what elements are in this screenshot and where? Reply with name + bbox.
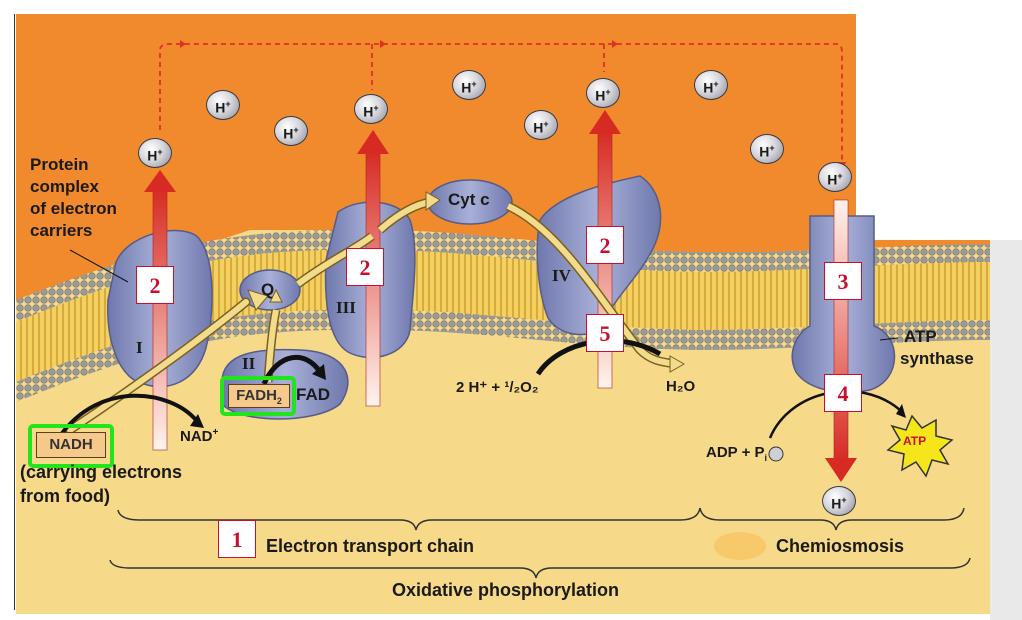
h-ion-8: H+	[694, 70, 728, 100]
h-ion-7: H+	[586, 78, 620, 108]
proton-flow-head-synthase	[825, 458, 857, 482]
nadh-oxidation-head	[190, 414, 204, 428]
step-2-box-complex-IV: 2	[586, 226, 624, 264]
atp-burst	[886, 414, 954, 478]
electron-head-1	[247, 289, 269, 311]
left-border	[14, 14, 15, 610]
h-ion-5: H+	[452, 70, 486, 100]
h-ion-matrix: H+	[822, 486, 856, 516]
h-ion-4: H+	[354, 94, 388, 124]
electron-path-1	[67, 299, 249, 433]
proton-flow-tick-1	[180, 40, 186, 48]
step-4-box: 4	[824, 374, 862, 412]
fadh2-oxidation-head	[312, 364, 326, 380]
nadh-label: NADH	[36, 432, 106, 458]
complex-II-label: II	[242, 354, 256, 373]
fad-label: FAD	[296, 385, 330, 404]
h-ion-3: H+	[274, 116, 308, 146]
complex-III-label: III	[336, 298, 356, 317]
oxidative-brace	[109, 557, 971, 579]
atp-synthase-label: ATP synthase	[900, 327, 974, 368]
h-ion-9: H+	[750, 134, 784, 164]
complex-IV-label: IV	[552, 266, 571, 285]
proton-pump-head-IV	[589, 110, 621, 134]
electron-head-4	[425, 191, 441, 211]
proton-pump-head-III	[357, 130, 389, 154]
step-3-box: 3	[824, 262, 862, 300]
h-ion-10: H+	[818, 162, 852, 192]
step-1-box: 1	[218, 520, 256, 558]
etc-label: Electron transport chain	[266, 536, 475, 556]
proton-pump-arrow-I	[152, 187, 168, 451]
chemiosmosis-label: Chemiosmosis	[776, 536, 905, 556]
membrane-inner-heads	[16, 309, 990, 402]
page-edge	[990, 240, 1022, 620]
electron-head-5	[669, 355, 686, 373]
proton-flow-tick-2	[380, 40, 386, 48]
nadh-highlight	[28, 424, 114, 468]
chemiosmosis-blob	[714, 532, 766, 560]
fadh2-oxidation-arrow	[261, 355, 323, 386]
atp-synthase-leader	[879, 337, 899, 341]
page-cutout	[856, 14, 1022, 240]
intermembrane-space	[16, 14, 1004, 300]
electron-head-2	[269, 288, 283, 303]
proton-pump-head-I	[144, 170, 176, 192]
proton-flow-arrow-synthase	[833, 199, 849, 463]
electron-path-3	[296, 233, 374, 287]
complex-I-label: I	[136, 338, 143, 357]
nad-plus-label: NAD+	[180, 427, 219, 445]
h2o-label: H₂O	[666, 378, 696, 395]
h-ion-2: H+	[206, 90, 240, 120]
step-2-box-complex-III: 2	[346, 248, 384, 286]
fadh2-highlight	[220, 376, 296, 416]
nadh-oxidation-arrow	[58, 393, 198, 438]
h-ion-6: H+	[524, 110, 558, 140]
cyt-c-label: Cyt c	[448, 190, 490, 209]
water-reaction-label: 2 H⁺ + ¹/₂O₂	[456, 379, 539, 396]
phosphate-circle	[768, 446, 784, 462]
protein-complex-label: Protein complex of electron carriers	[30, 155, 117, 240]
nadh-note: (carrying electrons from food)	[20, 462, 183, 506]
membrane-outer-heads	[16, 229, 990, 322]
fadh2-label: FADH2	[228, 384, 290, 408]
etc-brace	[117, 507, 701, 531]
matrix-edge	[16, 394, 72, 430]
step-5-box: 5	[586, 314, 624, 352]
h-ion-1: H+	[138, 138, 172, 168]
step-2-box-complex-I: 2	[136, 266, 174, 304]
protein-complex-leader	[69, 249, 129, 283]
atp-label: ATP	[903, 434, 927, 448]
chemiosmosis-brace	[699, 507, 965, 531]
q-label: Q	[261, 280, 275, 299]
oxidative-phosphorylation-label: Oxidative phosphorylation	[392, 580, 620, 600]
proton-flow-path	[159, 43, 843, 168]
atp-synthesis-head	[896, 404, 906, 418]
adp-label: ADP + Pi	[706, 444, 768, 463]
proton-flow-tick-3	[612, 40, 618, 48]
